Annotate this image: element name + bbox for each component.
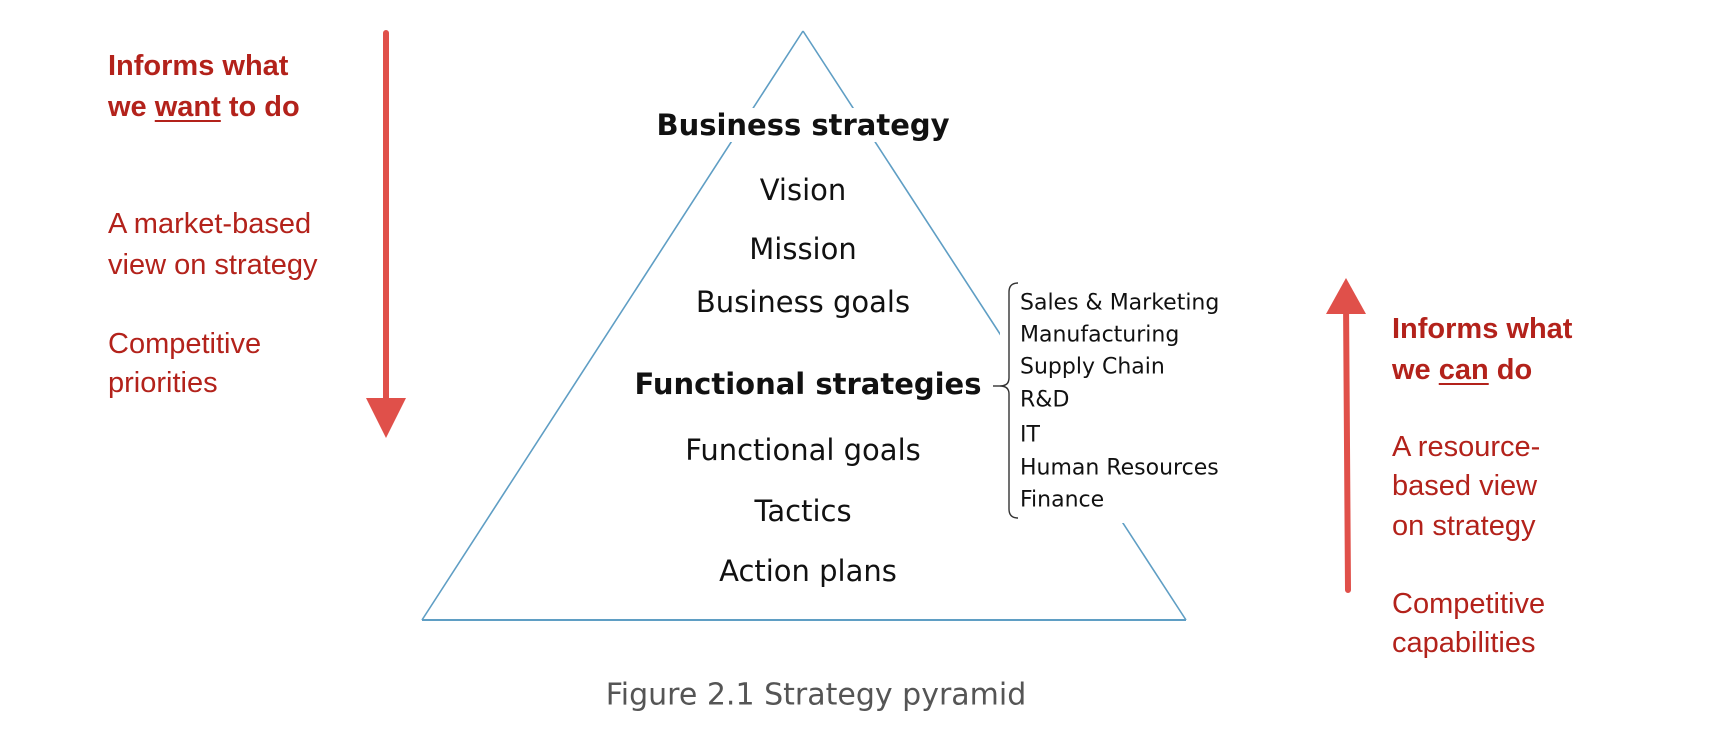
level-vision: Vision xyxy=(755,173,851,207)
function-item: Supply Chain xyxy=(1020,354,1165,380)
function-item: Sales & Marketing xyxy=(1020,290,1220,316)
right-heading-emphasis: can xyxy=(1438,354,1489,386)
right-heading-post: do xyxy=(1488,354,1533,386)
right-view-line2: based view xyxy=(1392,470,1538,502)
level-action-plans: Action plans xyxy=(715,554,901,588)
right-heading-line1: Informs what xyxy=(1392,313,1573,345)
left-heading-post: to do xyxy=(220,91,300,123)
function-item: Manufacturing xyxy=(1020,322,1180,348)
level-tactics: Tactics xyxy=(750,494,856,528)
right-comp-line2: capabilities xyxy=(1392,627,1536,659)
function-item: Human Resources xyxy=(1020,455,1219,481)
left-comp-line1: Competitive xyxy=(108,328,262,360)
left-heading-line1: Informs what xyxy=(108,50,289,82)
left-view-line2: view on strategy xyxy=(108,249,318,281)
figure-caption: Figure 2.1 Strategy pyramid xyxy=(605,677,1027,713)
left-heading-emphasis: want xyxy=(154,91,221,123)
right-view-line1: A resource- xyxy=(1392,431,1541,463)
left-heading-line2: we want to do xyxy=(108,87,300,127)
left-heading-pre: we xyxy=(108,91,155,123)
right-comp-line1: Competitive xyxy=(1392,588,1546,620)
left-comp-line2: priorities xyxy=(108,367,218,399)
level-functional-strategies: Functional strategies xyxy=(630,367,986,401)
right-view-line3: on strategy xyxy=(1392,510,1536,542)
up-arrow xyxy=(1326,278,1366,593)
left-view-line1: A market-based xyxy=(108,208,312,240)
level-functional-goals: Functional goals xyxy=(681,433,925,467)
right-heading-pre: we xyxy=(1392,354,1439,386)
function-item: Finance xyxy=(1020,487,1105,513)
level-business-strategy: Business strategy xyxy=(652,108,954,142)
function-item: R&D xyxy=(1020,387,1070,413)
list-mask xyxy=(1000,278,1260,523)
level-mission: Mission xyxy=(745,232,861,266)
function-item: IT xyxy=(1020,422,1040,448)
right-heading-line2: we can do xyxy=(1392,350,1532,390)
down-arrow xyxy=(366,30,406,438)
level-business-goals: Business goals xyxy=(691,285,915,319)
